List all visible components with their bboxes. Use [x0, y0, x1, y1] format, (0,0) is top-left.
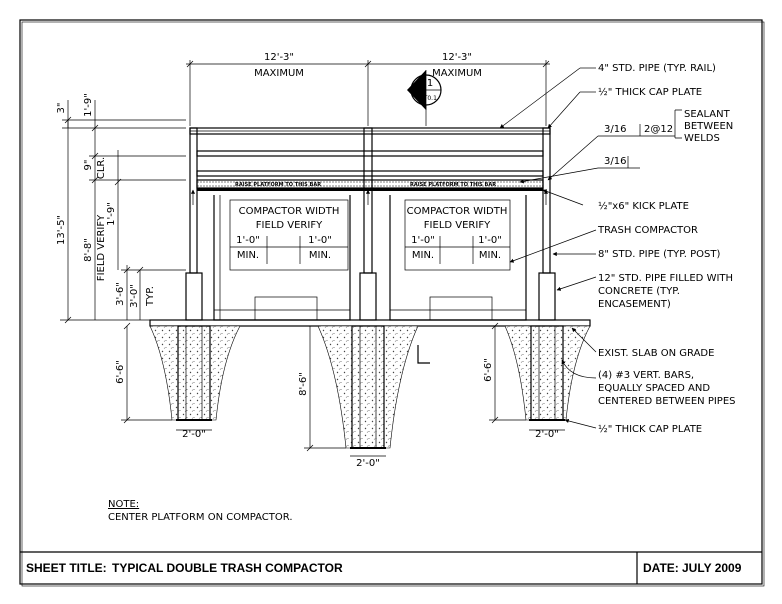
dim-left-overall: 3" 13'-5"	[56, 100, 186, 324]
dim-opening-height: 1'-9"	[106, 202, 117, 226]
compactor-width-label: COMPACTOR WIDTH	[407, 206, 508, 217]
callout-bars-1: (4) #3 VERT. BARS,	[598, 370, 694, 381]
callout-sealant-3: WELDS	[684, 133, 720, 144]
dim-footing-width-right: 2'-0"	[535, 429, 559, 440]
dim-footing-right: 6'-6" 2'-0"	[483, 322, 565, 440]
callout-bars-2: EQUALLY SPACED AND	[598, 383, 710, 394]
callout-slab: EXIST. SLAB ON GRADE	[598, 348, 714, 359]
sheet-date-text: JULY 2009	[682, 561, 742, 575]
encasement-left	[185, 272, 203, 321]
callout-post: 8" STD. PIPE (TYP. POST)	[598, 249, 720, 260]
callout-sealant-1: SEALANT	[684, 109, 731, 120]
compactor-right	[389, 195, 527, 321]
callout-kick-plate: ½"x6" KICK PLATE	[598, 200, 689, 212]
callouts: 4" STD. PIPE (TYP. RAIL) ½" THICK CAP PL…	[499, 63, 736, 435]
callout-trash-compactor: TRASH COMPACTOR	[597, 225, 698, 236]
dim-footing-depth-right: 6'-6"	[483, 358, 494, 382]
dim-footing-depth-left: 6'-6"	[115, 360, 126, 384]
field-verify-label: FIELD VERIFY	[424, 220, 491, 231]
note-heading: NOTE:	[108, 499, 139, 510]
sheet-date-label: DATE:	[643, 561, 679, 575]
platform-bar-label-right: RAISE PLATFORM TO THIS BAR	[410, 182, 496, 188]
side-clear-left: 1'-0"	[411, 235, 435, 246]
side-clear-right: 1'-0"	[478, 235, 502, 246]
section-sheet: DT0.1	[419, 95, 437, 102]
callout-encasement-2: CONCRETE (TYP.	[598, 286, 680, 297]
callout-encasement-3: ENCASEMENT)	[598, 299, 671, 310]
dim-clearance: 9"	[83, 160, 94, 171]
min-right: MIN.	[309, 250, 331, 261]
note-text: CENTER PLATFORM ON COMPACTOR.	[108, 512, 293, 523]
sheet-title-label: SHEET TITLE:	[26, 561, 107, 575]
side-clear-left: 1'-0"	[236, 235, 260, 246]
encasement-right	[538, 272, 556, 321]
min-left: MIN.	[237, 250, 259, 261]
dim-footing-center: 8'-6" 2'-0"	[298, 326, 386, 469]
sheet-border	[19, 19, 763, 585]
callout-sealant-2: BETWEEN	[684, 121, 733, 132]
dim-footing-width-left: 2'-0"	[182, 429, 206, 440]
dim-bay-left: 12'-3" MAXIMUM 12'-3" MAXIMUM	[186, 52, 550, 126]
side-clear-right: 1'-0"	[308, 235, 332, 246]
platform-bar-label-left: RAISE PLATFORM TO THIS BAR	[235, 182, 321, 188]
sheet-shadow	[21, 21, 765, 587]
sheet-date: DATE: JULY 2009	[643, 561, 742, 575]
bay-width-left: 12'-3"	[264, 52, 294, 63]
bay-max-left: MAXIMUM	[254, 68, 304, 79]
callout-bars-3: CENTERED BETWEEN PIPES	[598, 396, 736, 407]
section-number: 1	[427, 78, 433, 89]
min-left: MIN.	[412, 250, 434, 261]
dim-footing-depth-center: 8'-6"	[298, 372, 309, 396]
callout-weld-1: 3/16	[604, 124, 626, 135]
dim-encasement-typ-note: TYP.	[145, 286, 156, 307]
section-callout: 1 DT0.1	[407, 70, 442, 126]
dim-footing-width-center: 2'-0"	[356, 458, 380, 469]
dim-left-rail: 1'-9" 9" 8'-8"	[83, 93, 186, 320]
post-left	[189, 127, 198, 274]
bay-width-right: 12'-3"	[442, 52, 472, 63]
callout-cap-plate-top: ½" THICK CAP PLATE	[598, 86, 702, 98]
sheet-title: SHEET TITLE: TYPICAL DOUBLE TRASH COMPAC…	[26, 561, 343, 575]
callout-encasement-1: 12" STD. PIPE FILLED WITH	[598, 273, 733, 284]
post-right	[542, 127, 551, 274]
dim-left-encasement: 3'-6" 3'-0" TYP.	[115, 265, 186, 320]
callout-rail: 4" STD. PIPE (TYP. RAIL)	[598, 63, 716, 74]
compactor-labels-left: COMPACTOR WIDTH FIELD VERIFY 1'-0" 1'-0"…	[230, 206, 348, 264]
footing-right	[504, 325, 591, 421]
min-right: MIN.	[479, 250, 501, 261]
dim-overall-height: 13'-5"	[56, 215, 67, 245]
raise-arrows	[190, 189, 549, 205]
callout-cap-plate-bottom: ½" THICK CAP PLATE	[598, 423, 702, 435]
field-verify-label: FIELD VERIFY	[256, 220, 323, 231]
encasement-center	[359, 272, 377, 321]
compactor-width-label: COMPACTOR WIDTH	[239, 206, 340, 217]
dim-footing-left: 6'-6" 2'-0"	[115, 322, 212, 440]
dim-top-gap: 3"	[56, 103, 67, 114]
dim-clearance-note: CLR.	[96, 157, 107, 179]
dim-field-verify: FIELD VERIFY	[96, 214, 107, 281]
footing-left	[149, 325, 241, 421]
top-rail	[189, 127, 551, 177]
dim-encasement-height: 3'-6"	[115, 282, 126, 306]
dim-left-inner: CLR. FIELD VERIFY 1'-9"	[96, 150, 122, 281]
dim-encasement-typ: 3'-0"	[129, 284, 140, 308]
callout-weld-1-spacing: 2@12	[644, 124, 673, 135]
bay-max-right: MAXIMUM	[432, 68, 482, 79]
section-mark	[417, 345, 430, 364]
sheet-title-text: TYPICAL DOUBLE TRASH COMPACTOR	[112, 561, 343, 575]
platform-bar: RAISE PLATFORM TO THIS BAR RAISE PLATFOR…	[196, 179, 544, 189]
dim-platform-height: 8'-8"	[83, 238, 94, 262]
slab-on-grade	[60, 319, 591, 327]
footing-center	[317, 325, 419, 449]
compactor-labels-right: COMPACTOR WIDTH FIELD VERIFY 1'-0" 1'-0"…	[405, 206, 510, 264]
callout-weld-2: 3/16	[604, 156, 626, 167]
note: NOTE: CENTER PLATFORM ON COMPACTOR.	[108, 499, 293, 523]
kick-plate	[197, 188, 543, 191]
dim-rail-height: 1'-9"	[83, 93, 94, 117]
